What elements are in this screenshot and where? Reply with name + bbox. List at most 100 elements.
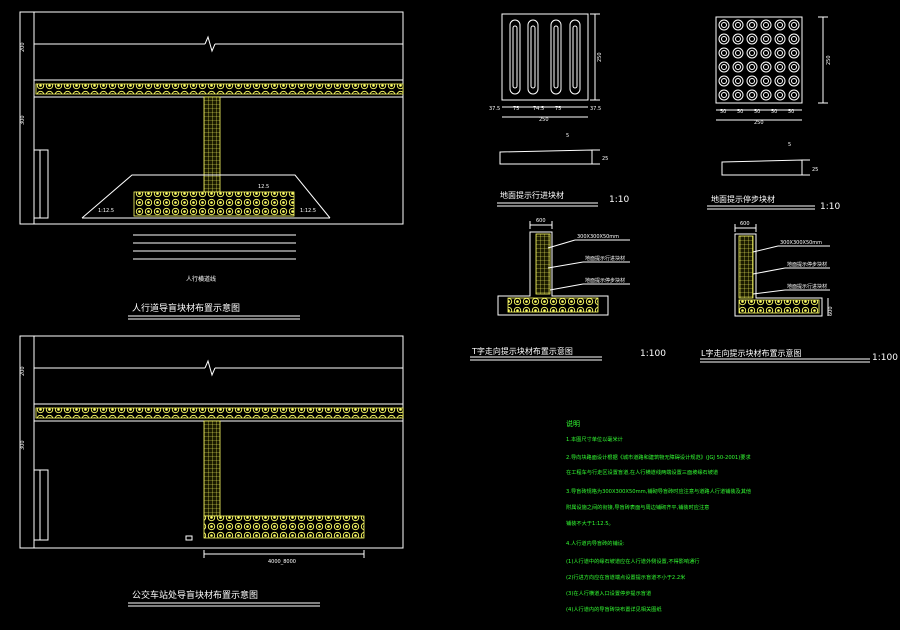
guide-tile-title: 地面提示行进块材 (500, 190, 564, 200)
guide-tile-scale: 1:10 (609, 195, 629, 205)
l-callout-2: 地面提示停步块材 (787, 261, 827, 268)
stop-dot-inner (791, 78, 797, 84)
notes-heading: 说明 (566, 419, 580, 428)
stop-dot (718, 33, 730, 45)
l-callout-1: 300X300X50mm (780, 240, 822, 246)
stop-dot-inner (763, 64, 769, 70)
stop-dot (774, 33, 786, 45)
stop-dot-inner (777, 36, 783, 42)
stop-dot (760, 33, 772, 45)
sidewalk-dim-side: 300 (20, 115, 26, 125)
notes-line-6: 铺装不大于1:12.5。 (566, 519, 614, 527)
ramp-height: 12.5 (258, 184, 269, 190)
stop-dot (788, 33, 800, 45)
stop-dot (788, 75, 800, 87)
guide-dim-height: 250 (597, 52, 603, 62)
notes-line-3: 在工程车与行走区设置盲道,在人行横道线两端设置三面坡缘石坡道 (566, 468, 718, 476)
stop-dot-inner (721, 64, 727, 70)
guide-dim-total: 250 (539, 117, 549, 123)
stop-dot-inner (777, 78, 783, 84)
stop-dot-inner (791, 22, 797, 28)
stop-dot (760, 19, 772, 31)
stop-dot-inner (791, 36, 797, 42)
stop-dot-inner (721, 78, 727, 84)
guide-tile-profile (499, 149, 593, 165)
t-junction-scale: 1:100 (640, 349, 666, 359)
t-junction-outline (497, 231, 609, 316)
stop-dot-inner (749, 64, 755, 70)
guide-profile-dim-b: 25 (602, 156, 608, 162)
stop-dot-inner (763, 78, 769, 84)
stop-dim-5: 50 (788, 109, 794, 115)
guide-tile-column (203, 96, 221, 193)
l-guide-tiles (738, 235, 754, 299)
notes-line-4: 3.导盲砖规格为300X300X50mm,铺砌导盲砖时应注意与道路人行道铺装及其… (566, 487, 751, 495)
bus-stop-tile-strip (35, 407, 404, 419)
t-callout-1: 300X300X50mm (577, 234, 619, 240)
stop-dot-inner (763, 50, 769, 56)
stop-tile-title: 地面提示停步块材 (711, 194, 775, 204)
stop-tile-detail (707, 16, 828, 210)
stop-dot (718, 61, 730, 73)
stop-dot (788, 47, 800, 59)
notes-line-9: (2)行进方向应在盲道端点设置提示盲道不小于2.2米 (566, 573, 686, 581)
t-junction-title: T字走向提示块材布置示意图 (471, 346, 573, 356)
bus-stop-frame (19, 335, 404, 549)
stop-dot (746, 33, 758, 45)
stop-dot (774, 61, 786, 73)
stop-dot-inner (735, 50, 741, 56)
break-symbol (204, 35, 216, 53)
stop-dot-inner (777, 92, 783, 98)
stop-profile-dim-a: 5 (788, 142, 791, 148)
l-stop-tiles (738, 299, 820, 314)
stop-dot-inner (777, 64, 783, 70)
stop-dot-inner (749, 36, 755, 42)
stop-dot (774, 75, 786, 87)
stop-dot (732, 89, 744, 101)
stop-dot-inner (777, 50, 783, 56)
t-dim-width: 600 (536, 218, 546, 224)
stop-dot (746, 47, 758, 59)
stop-dot-inner (735, 36, 741, 42)
notes-line-1: 1.本图尺寸单位以毫米计 (566, 435, 623, 443)
stop-dot-inner (721, 36, 727, 42)
notes-line-8: (1)人行道中的缘石坡道应在人行道外侧设置,不得影响通行 (566, 557, 700, 565)
notes-line-11: (4)人行道内的导盲砖块布置详见相关图纸 (566, 605, 662, 613)
bus-dim-top: 200 (20, 366, 26, 376)
stop-dim-3: 50 (754, 109, 760, 115)
stop-dot (788, 61, 800, 73)
notes-line-2: 2.导向块路面设计根据《城市道路和建筑物无障碍设计规范》(JGJ 50-2001… (566, 453, 751, 461)
stop-dot (760, 75, 772, 87)
stop-dot-inner (791, 50, 797, 56)
stop-dot (718, 19, 730, 31)
guide-dim-4: 75 (555, 106, 561, 112)
stop-tile-strip (35, 83, 404, 95)
t-callout-2: 地面提示行进块材 (585, 255, 625, 262)
stop-dot-inner (749, 78, 755, 84)
stop-dot (732, 75, 744, 87)
l-junction-outline (734, 233, 823, 317)
guide-dim-5: 37.5 (590, 106, 601, 112)
stop-dot (746, 61, 758, 73)
stop-dot (746, 75, 758, 87)
stop-tile-profile (721, 159, 803, 176)
stop-dot-inner (721, 22, 727, 28)
stop-dot-inner (735, 22, 741, 28)
t-junction-plan (470, 221, 630, 361)
stop-dot-inner (749, 50, 755, 56)
guide-profile-dim-a: 5 (566, 133, 569, 139)
stop-tile-scale: 1:10 (820, 202, 840, 212)
stop-dot (732, 19, 744, 31)
stop-dot-inner (763, 92, 769, 98)
stop-dot-inner (791, 64, 797, 70)
guide-dim-1: 37.5 (489, 106, 500, 112)
bus-stop-plan (19, 335, 404, 607)
guide-tile-square (501, 13, 589, 101)
stop-dot-inner (721, 92, 727, 98)
stop-dot (760, 89, 772, 101)
stop-dot (760, 47, 772, 59)
stop-dim-total: 250 (754, 120, 764, 126)
stop-dot (732, 33, 744, 45)
sidewalk-plan (19, 11, 404, 320)
